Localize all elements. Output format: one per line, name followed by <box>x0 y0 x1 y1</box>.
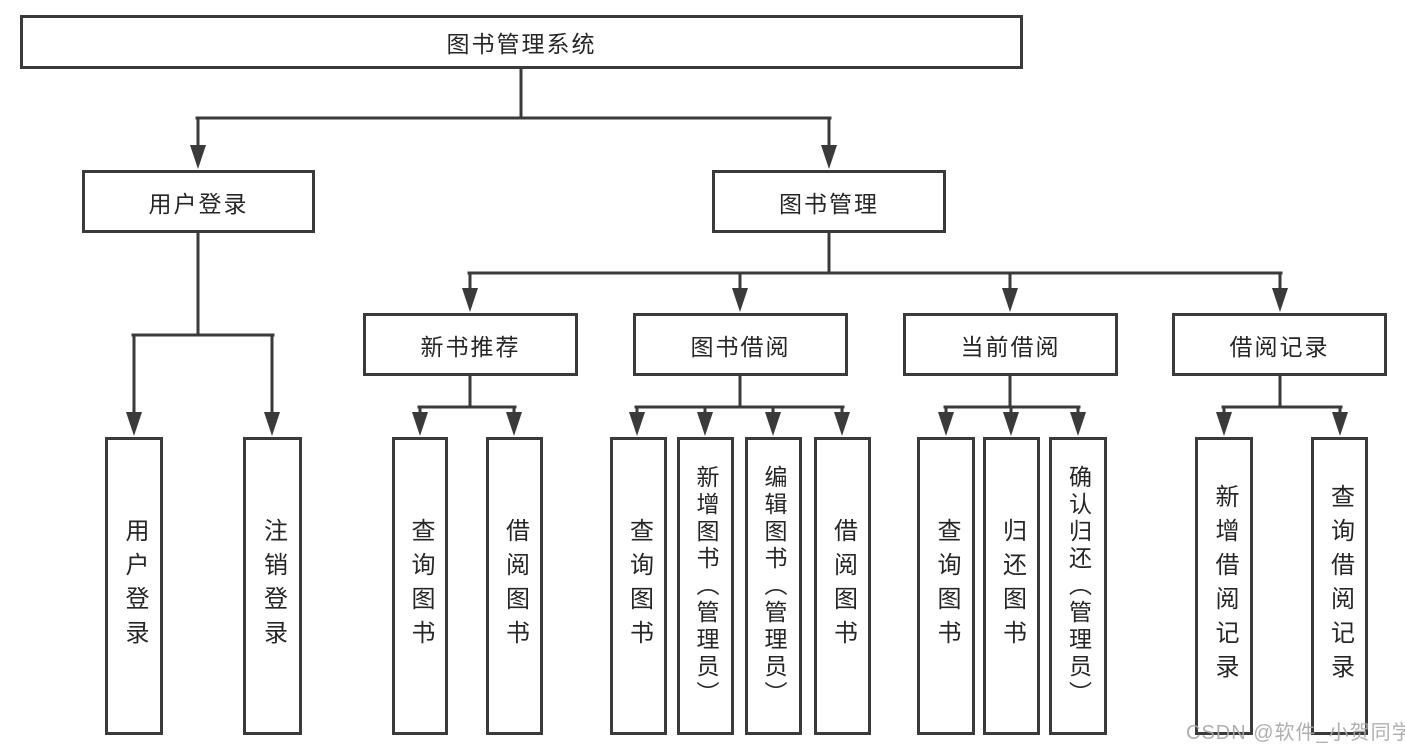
leaf-return-book: 归还图书 <box>983 437 1040 735</box>
leaf-label: 查询图书 <box>407 518 434 654</box>
leaf-label: 查询图书 <box>933 518 960 654</box>
node-label: 图书借阅 <box>690 333 791 360</box>
node-library-management-system: 图书管理系统 <box>20 15 1023 69</box>
leaf-label: 归还图书 <box>998 518 1026 654</box>
node-current-borrowing: 当前借阅 <box>903 313 1118 376</box>
node-book-borrowing: 图书借阅 <box>633 313 848 376</box>
leaf-label: 确认归还（管理员） <box>1065 464 1092 708</box>
node-user-login: 用户登录 <box>82 170 315 233</box>
node-label: 当前借阅 <box>960 333 1061 360</box>
watermark: CSDN @软件_小贺同学 <box>1186 722 1405 744</box>
node-label: 用户登录 <box>148 190 249 217</box>
leaf-query-books-current: 查询图书 <box>917 437 975 735</box>
leaf-add-borrow-record: 新增借阅记录 <box>1195 437 1253 735</box>
leaf-query-borrow-record: 查询借阅记录 <box>1311 437 1368 735</box>
leaf-logout: 注销登录 <box>243 437 302 735</box>
leaf-label: 新增借阅记录 <box>1211 484 1238 688</box>
leaf-borrow-books-recommend: 借阅图书 <box>486 437 543 735</box>
node-book-management: 图书管理 <box>712 170 946 233</box>
leaf-query-books-borrowing: 查询图书 <box>610 437 667 735</box>
node-label: 新书推荐 <box>420 333 521 360</box>
node-new-book-recommendation: 新书推荐 <box>363 313 578 376</box>
leaf-label: 借阅图书 <box>829 518 857 654</box>
leaf-edit-book-admin: 编辑图书（管理员） <box>745 437 802 735</box>
leaf-confirm-return-admin: 确认归还（管理员） <box>1049 437 1107 735</box>
leaf-label: 注销登录 <box>259 518 287 654</box>
leaf-label: 借阅图书 <box>501 518 529 654</box>
leaf-add-book-admin: 新增图书（管理员） <box>677 437 734 735</box>
node-label: 图书管理 <box>779 190 879 217</box>
leaf-borrow-books-borrowing: 借阅图书 <box>814 437 871 735</box>
node-label: 图书管理系统 <box>446 31 597 57</box>
leaf-user-login: 用户登录 <box>105 437 163 735</box>
leaf-label: 查询借阅记录 <box>1326 484 1354 688</box>
leaf-query-books-recommend: 查询图书 <box>392 437 448 735</box>
node-label: 借阅记录 <box>1229 333 1330 360</box>
leaf-label: 查询图书 <box>625 518 653 654</box>
leaf-label: 编辑图书（管理员） <box>761 464 787 708</box>
leaf-label: 新增图书（管理员） <box>693 464 719 708</box>
leaf-label: 用户登录 <box>121 518 148 654</box>
node-borrowing-records: 借阅记录 <box>1172 313 1387 376</box>
